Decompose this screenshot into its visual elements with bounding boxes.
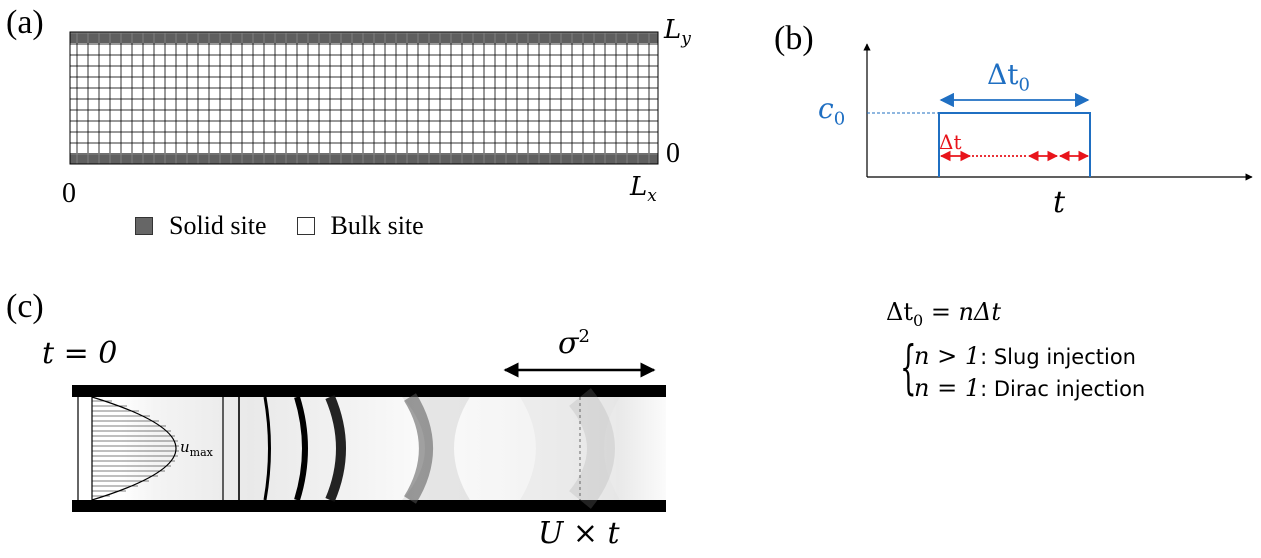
panel-a-label: (a) — [6, 4, 44, 41]
channel — [72, 362, 666, 512]
solid-wall-bottom — [70, 153, 658, 164]
band-6 — [403, 393, 433, 504]
lx-label: Lx — [630, 172, 657, 207]
band-3 — [263, 396, 271, 501]
legend-solid-label: Solid site — [169, 211, 267, 240]
bulk-region — [70, 43, 658, 153]
band-4 — [294, 396, 308, 501]
solid-wall-top — [70, 32, 658, 43]
displacement-label: U × t — [538, 516, 620, 551]
umax-label: umax — [180, 438, 213, 459]
time-zero-label: t = 0 — [42, 336, 118, 371]
case-dirac-text: : Dirac injection — [980, 377, 1146, 401]
velocity-profile — [91, 396, 177, 501]
case-slug: n > 1: Slug injection — [914, 342, 1136, 371]
case-dirac: n = 1: Dirac injection — [914, 374, 1145, 403]
band-5 — [325, 395, 346, 502]
channel-wall-top — [72, 385, 666, 397]
step-label: Δt — [939, 130, 962, 154]
case-slug-text: : Slug injection — [980, 345, 1136, 369]
case-slug-cond: n > 1 — [914, 342, 981, 370]
y-zero-label: 0 — [666, 138, 680, 169]
case-dirac-cond: n = 1 — [914, 374, 981, 402]
legend: Solid site Bulk site — [135, 211, 424, 241]
band-7 — [568, 388, 615, 509]
legend-bulk-label: Bulk site — [330, 211, 424, 240]
pulse-plot — [863, 43, 1253, 181]
variance-label: σ2 — [558, 326, 590, 361]
profile-hatch — [92, 400, 179, 497]
lattice — [69, 31, 659, 165]
legend-bulk-swatch — [296, 217, 315, 235]
main-equation: Δt0 = nΔt — [886, 298, 1001, 330]
panel-c-label: (c) — [6, 288, 44, 325]
channel-wall-bottom — [72, 500, 666, 512]
time-axis-label: t — [1053, 185, 1066, 220]
c0-label: c0 — [818, 92, 846, 130]
cases-brace: { — [900, 333, 917, 401]
panel-b-label: (b) — [774, 20, 814, 57]
x-zero-label: 0 — [62, 178, 76, 209]
ly-label: Ly — [664, 15, 691, 50]
pulse-width-label: Δt0 — [987, 58, 1030, 96]
legend-solid-swatch — [135, 217, 153, 235]
pulse-rectangle — [938, 112, 1091, 177]
